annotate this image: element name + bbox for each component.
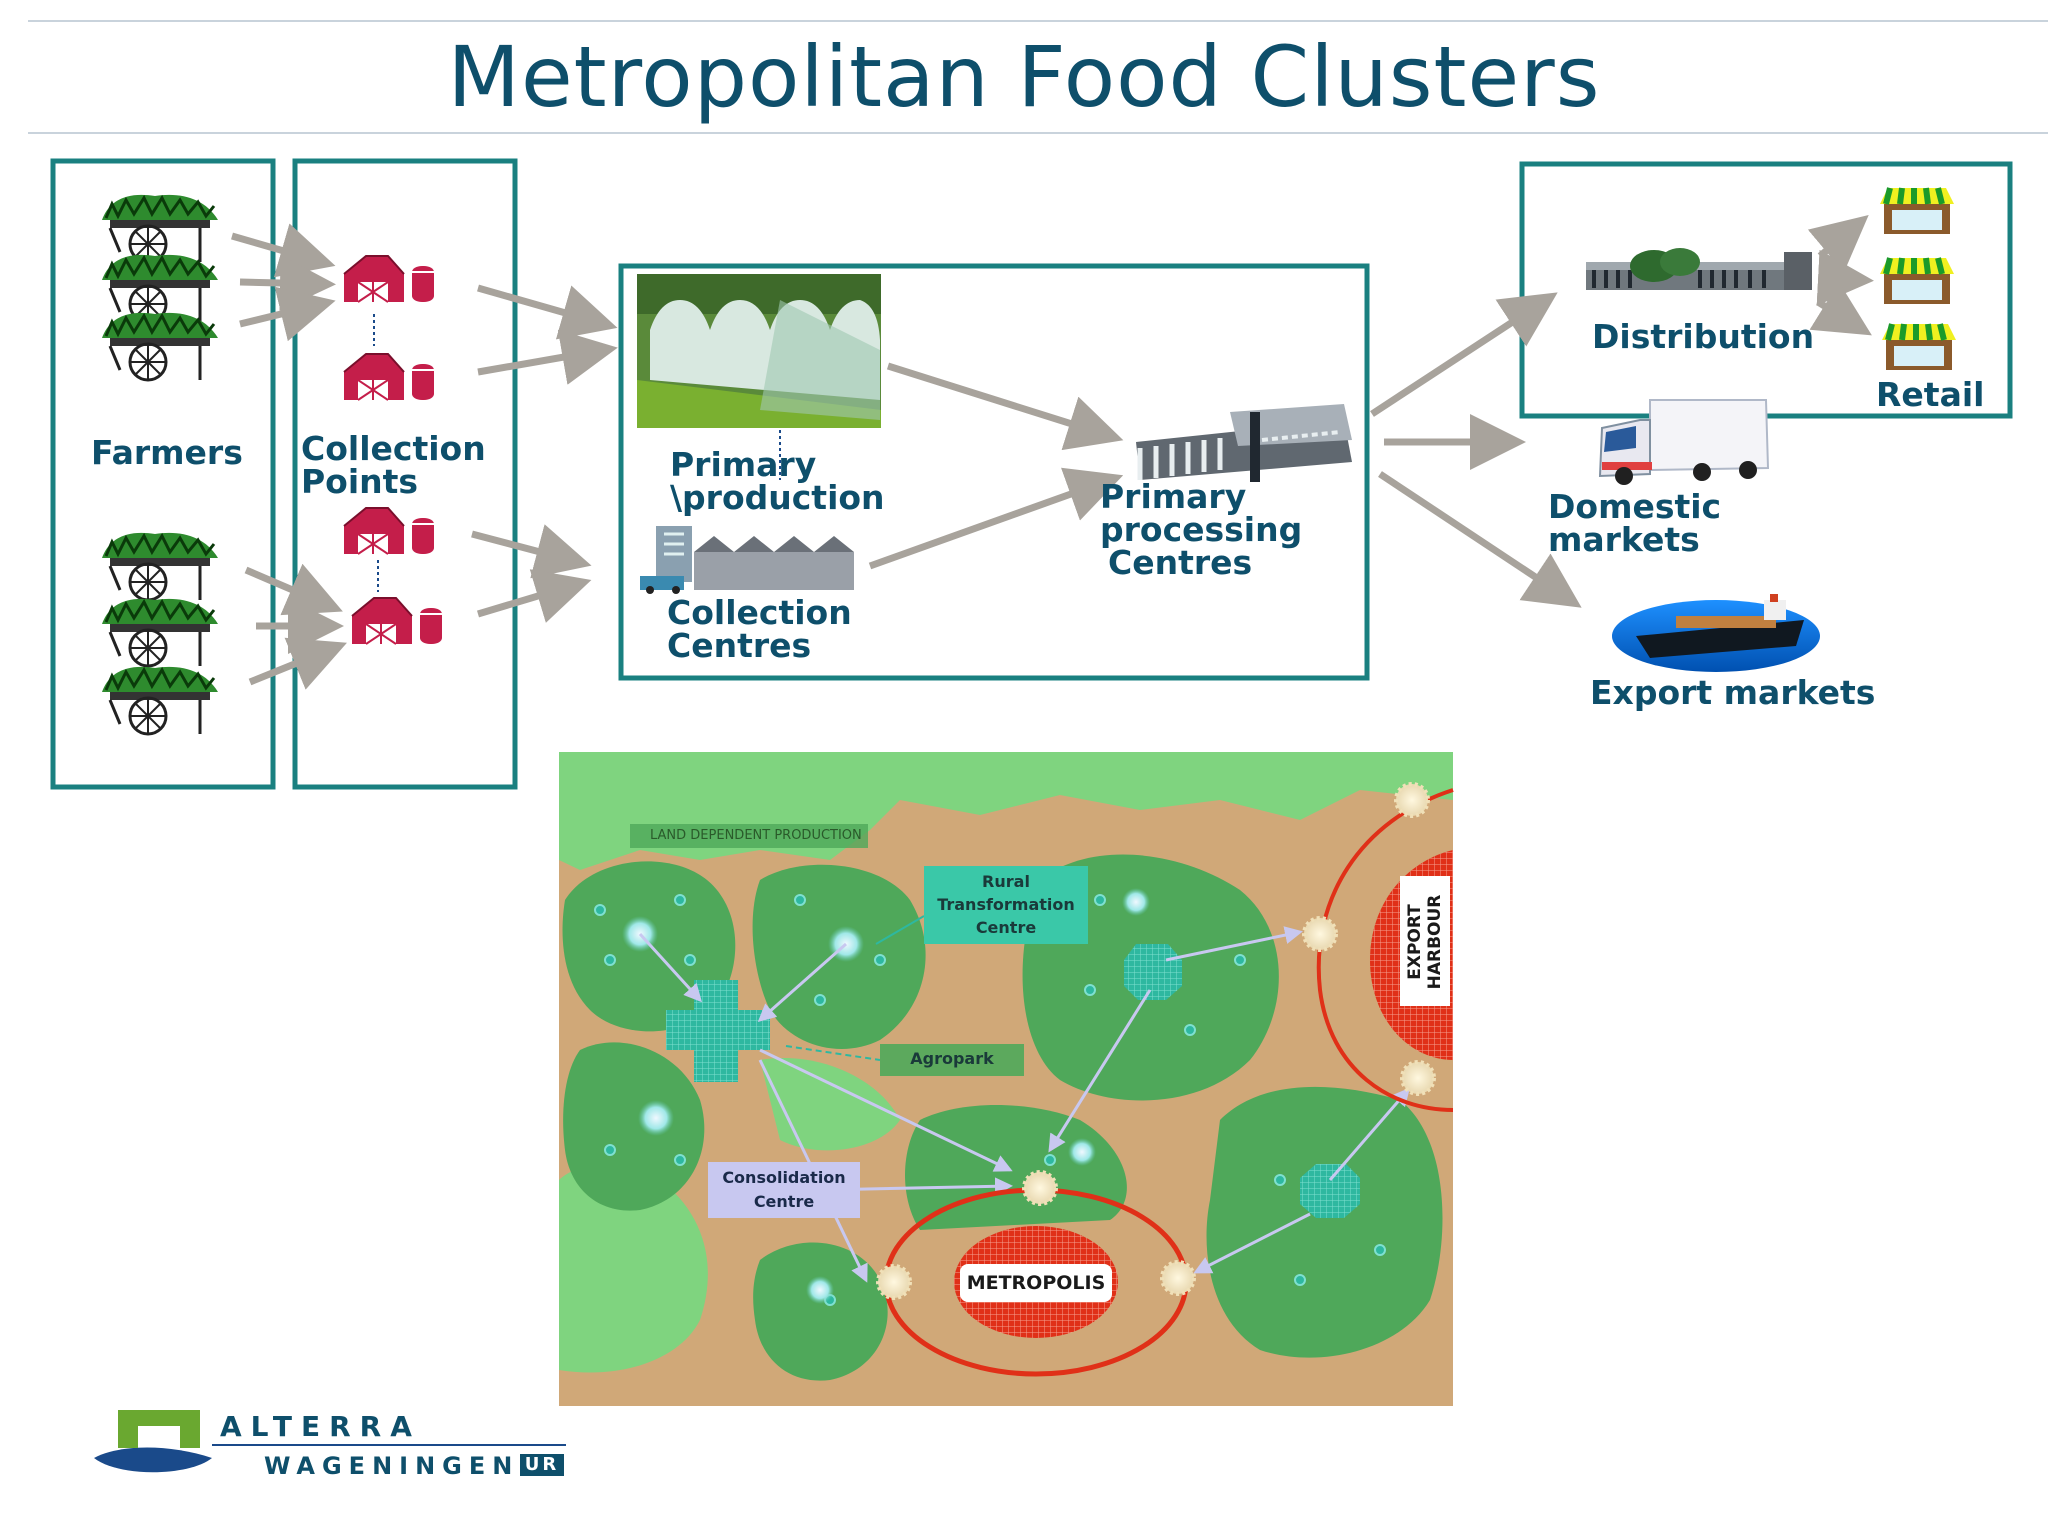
farmer-cart-icon xyxy=(100,597,220,668)
farmer-cart-icon xyxy=(100,665,220,736)
map-rural-line-2: Transformation xyxy=(937,895,1075,914)
farmer-cart-icon xyxy=(100,253,220,324)
logo-ur-box: UR xyxy=(520,1454,564,1476)
retail-shop-icon xyxy=(1882,324,1956,370)
collection-points-box xyxy=(292,158,518,790)
primary-processing-label-3: Centres xyxy=(1108,543,1253,582)
map-rural-label: Rural Transformation Centre xyxy=(924,870,1088,939)
farmers-label: Farmers xyxy=(91,433,243,472)
processing-box xyxy=(618,263,1370,681)
map-land-label: LAND DEPENDENT PRODUCTION xyxy=(650,828,862,843)
domestic-markets-label-1: Domestic xyxy=(1548,487,1722,526)
primary-production-label-2: \production xyxy=(670,478,885,517)
farmers-box xyxy=(50,158,276,790)
map-export-harbour-label: EXPORT HARBOUR xyxy=(1405,879,1445,1005)
domestic-markets-label-2: markets xyxy=(1548,520,1700,559)
barn-icon xyxy=(351,597,443,645)
processing-factory-icon xyxy=(1136,404,1352,482)
flow-arrows xyxy=(231,214,1874,690)
farmer-cart-icon xyxy=(100,311,220,382)
greenhouse-photo xyxy=(637,274,881,428)
retail-label: Retail xyxy=(1876,375,1985,414)
barn-icon xyxy=(343,507,435,555)
collection-points-label-1: Collection xyxy=(301,429,486,468)
map-metropolis-label: METROPOLIS xyxy=(966,1272,1106,1294)
collection-centre-icon xyxy=(640,526,854,594)
logo-alterra-text: ALTERRA xyxy=(220,1410,421,1443)
map-rural-line-1: Rural xyxy=(982,872,1030,891)
retail-shop-icon xyxy=(1880,258,1954,304)
map-export-line-2: HARBOUR xyxy=(1425,894,1445,990)
export-markets-label: Export markets xyxy=(1590,673,1876,712)
primary-production-label-1: Primary xyxy=(670,445,817,484)
barn-icon xyxy=(343,353,435,401)
logo-wageningen-text: WAGENINGEN xyxy=(264,1452,520,1480)
truck-icon xyxy=(1598,399,1770,485)
collection-points-label-2: Points xyxy=(301,462,419,501)
ship-icon xyxy=(1612,594,1820,672)
retail-shop-icon xyxy=(1880,188,1954,234)
map-agropark-label: Agropark xyxy=(910,1049,994,1068)
title-rule xyxy=(28,132,2048,134)
distribution-label: Distribution xyxy=(1592,317,1815,356)
map-export-line-1: EXPORT xyxy=(1405,904,1425,980)
barn-icon xyxy=(343,255,435,303)
distribution-building-icon xyxy=(1586,248,1812,290)
map-rural-line-3: Centre xyxy=(975,918,1037,937)
primary-processing-label-2: processing xyxy=(1100,510,1303,549)
map-consolidation-line-1: Consolidation xyxy=(722,1168,846,1187)
metropolitan-cluster-map xyxy=(559,752,1454,1406)
farmer-cart-icon xyxy=(100,531,220,602)
collection-centres-label-2: Centres xyxy=(667,626,812,665)
dotted-connector xyxy=(373,314,379,592)
alterra-logo-mark xyxy=(94,1410,566,1473)
primary-processing-label-1: Primary xyxy=(1100,477,1247,516)
top-rule xyxy=(28,20,2048,22)
farmer-cart-icon xyxy=(100,193,220,264)
map-consolidation-line-2: Centre xyxy=(753,1192,815,1211)
page-title: Metropolitan Food Clusters xyxy=(447,28,1601,126)
map-consolidation-label: Consolidation Centre xyxy=(708,1166,860,1214)
collection-centres-label-1: Collection xyxy=(667,593,852,632)
